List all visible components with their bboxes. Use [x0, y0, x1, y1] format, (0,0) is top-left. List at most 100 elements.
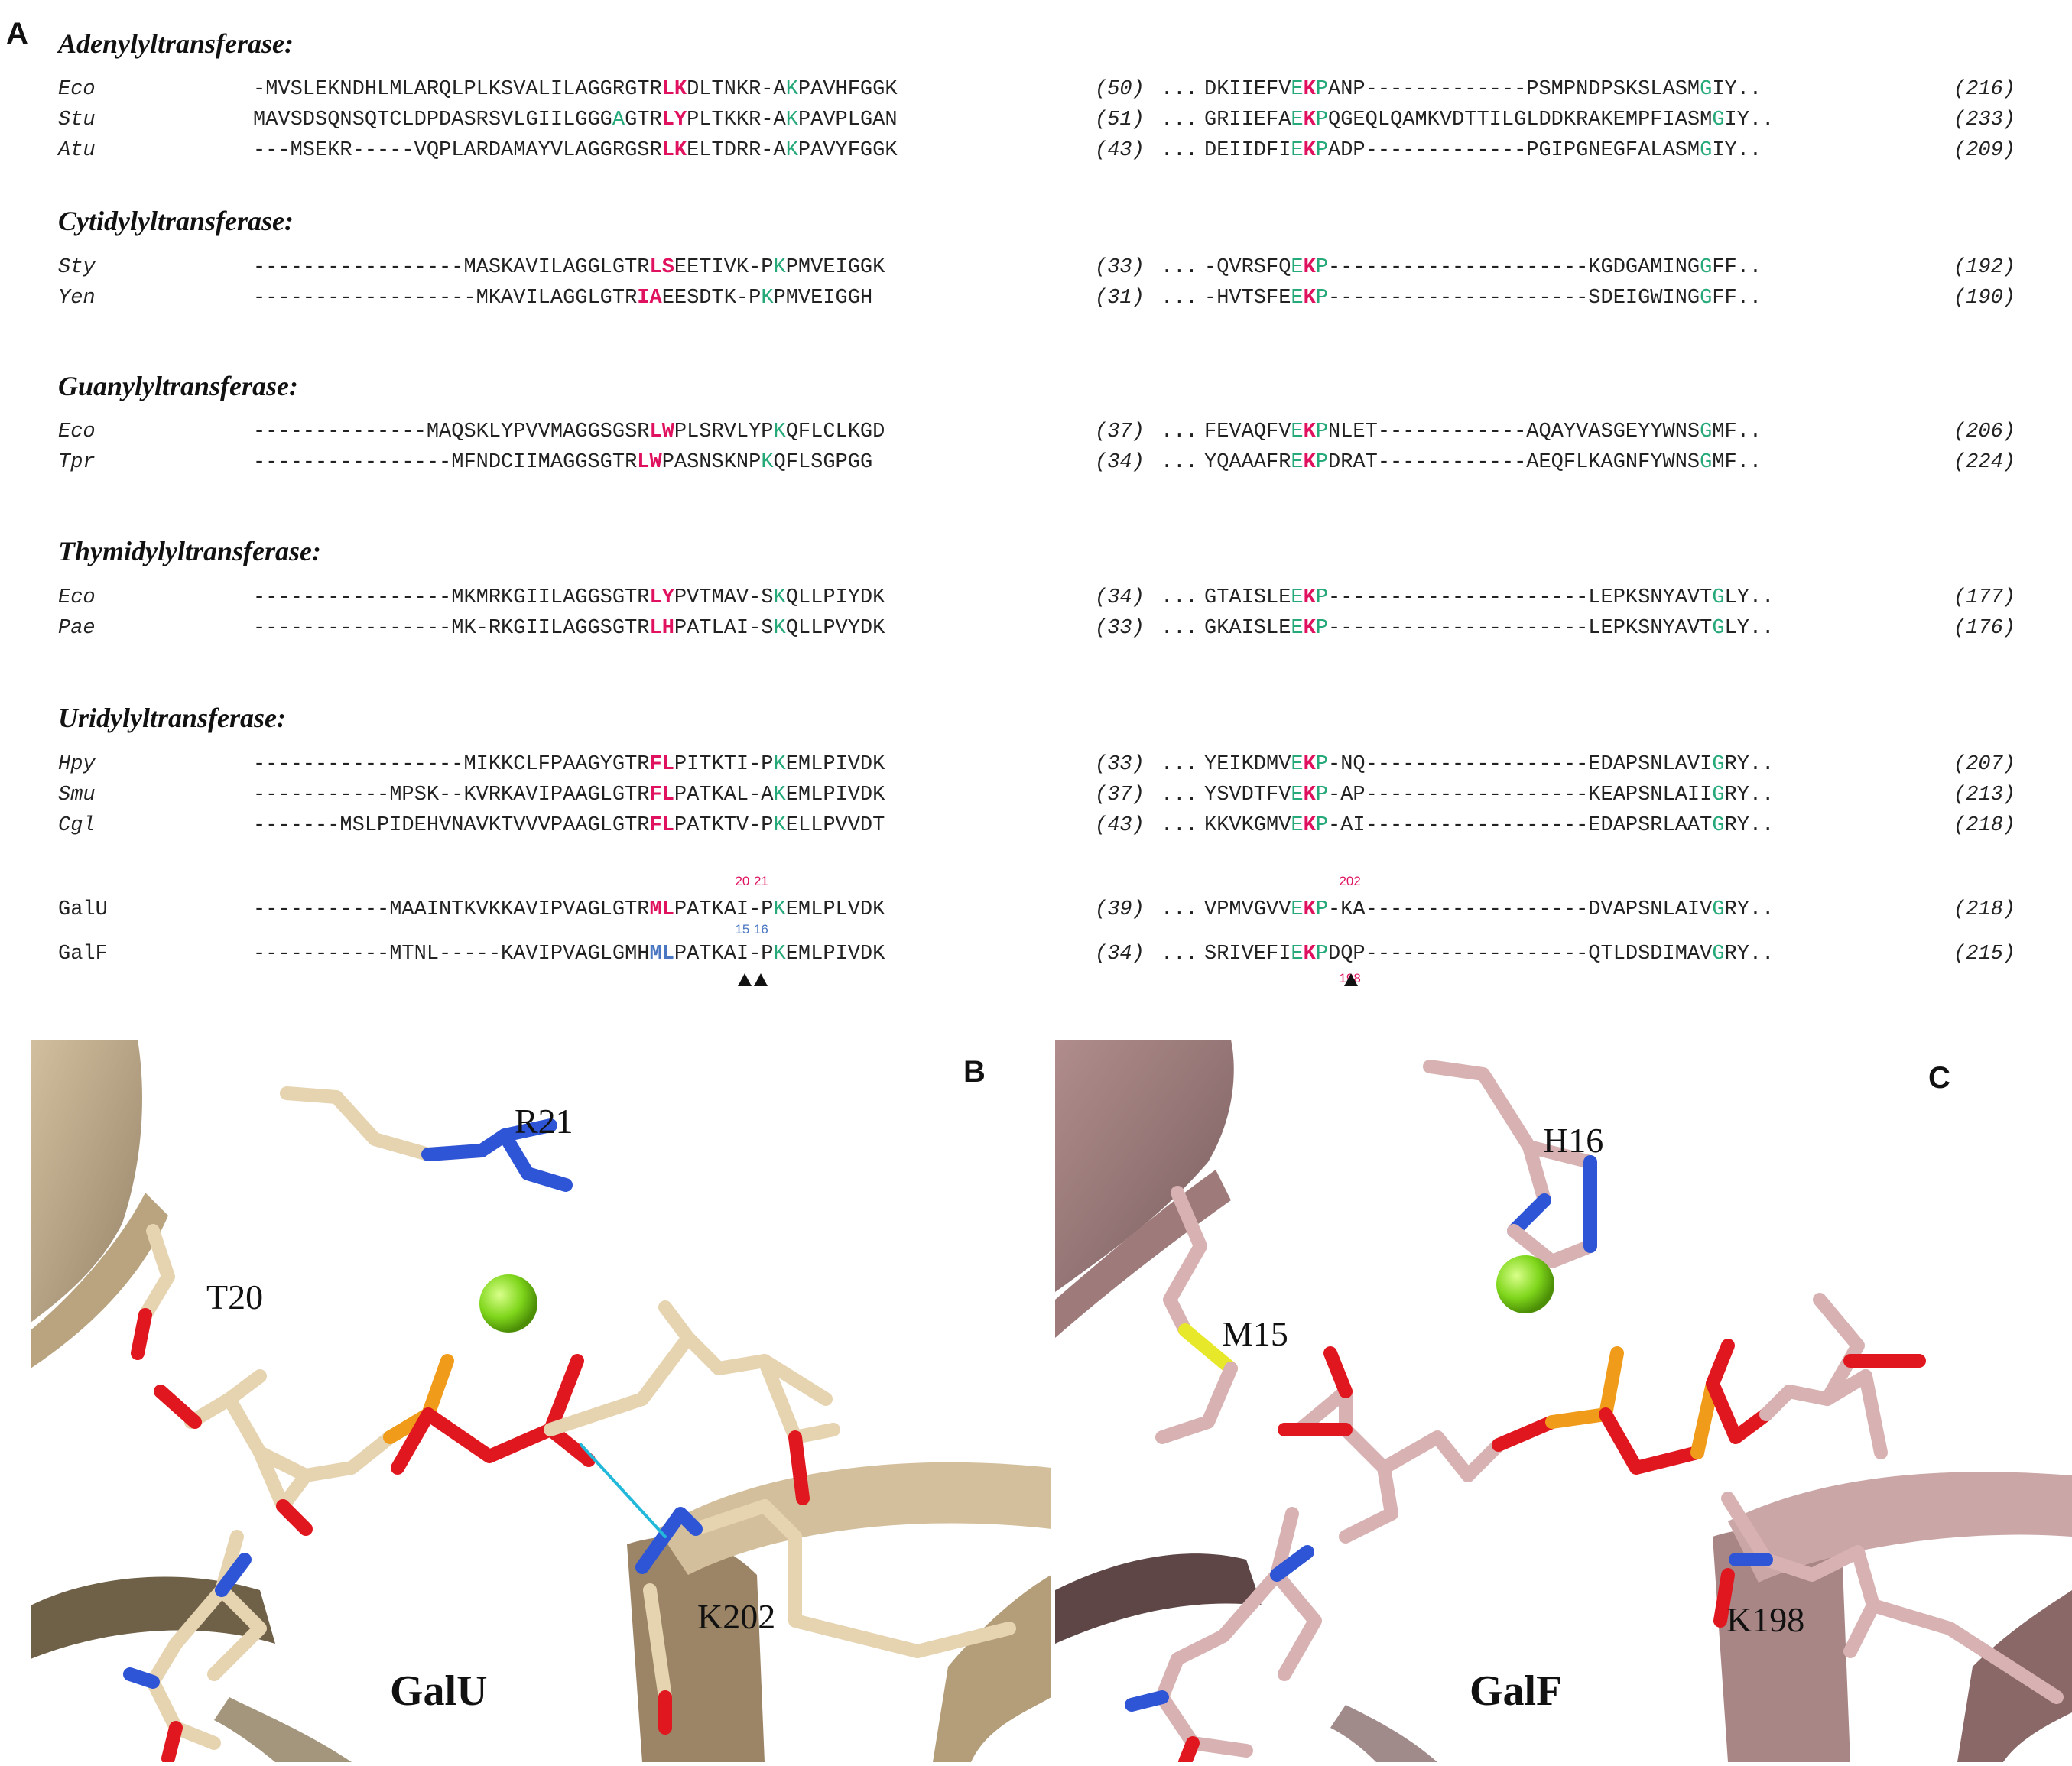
key-residue-marker — [738, 973, 752, 986]
galu-ribbon — [31, 1040, 1051, 1762]
residue-number: 21 — [753, 874, 768, 888]
organism-label: Atu — [58, 139, 96, 162]
sequence-length: (218) — [1953, 814, 2016, 837]
organism-label: Hpy — [58, 753, 96, 776]
gap-count: (43) — [1095, 814, 1145, 837]
organism-label: Cgl — [58, 814, 96, 837]
sequence-segment-c-terminal: DKIIEFVEKPANP-------------PSMPNDPSKSLASM… — [1204, 78, 1762, 101]
gap-count: (39) — [1095, 898, 1145, 921]
sequence-segment-c-terminal: FEVAQFVEKPNLET------------AQAYVASGEYYWNS… — [1204, 420, 1762, 443]
sequence-segment-c-terminal: YEIKDMVEKP-NQ------------------EDAPSNLAV… — [1204, 753, 1775, 776]
galf-h16-label: H16 — [1543, 1121, 1604, 1160]
residue-number: 15 — [735, 922, 750, 937]
gap-count: (37) — [1095, 420, 1145, 443]
galu-title: GalU — [390, 1667, 488, 1715]
gap-count: (37) — [1095, 784, 1145, 807]
sequence-segment-c-terminal: GKAISLEEKP---------------------LEPKSNYAV… — [1204, 617, 1775, 640]
sequence-segment-c-terminal: YQAAAFREKPDRAT------------AEQFLKAGNFYWNS… — [1204, 451, 1762, 474]
galf-ribbon — [1055, 1040, 2072, 1762]
gap-count: (33) — [1095, 256, 1145, 279]
ellipsis: ... — [1161, 78, 1198, 101]
ellipsis: ... — [1161, 287, 1198, 310]
gap-count: (33) — [1095, 753, 1145, 776]
galf-structure — [1055, 1040, 2072, 1766]
organism-label: GalU — [58, 898, 108, 921]
organism-label: Eco — [58, 586, 96, 609]
gap-count: (34) — [1095, 586, 1145, 609]
gap-count: (33) — [1095, 617, 1145, 640]
organism-label: Stu — [58, 109, 96, 131]
sequence-segment-c-terminal: KKVKGMVEKP-AI------------------EDAPSRLAA… — [1204, 814, 1775, 837]
organism-label: Eco — [58, 420, 96, 443]
enzyme-group-title: Adenylyltransferase: — [58, 28, 294, 59]
sequence-length: (213) — [1953, 784, 2016, 807]
residue-number: 20 — [735, 874, 750, 888]
sequence-segment-n-terminal: -----------MAAINTKVKKAVIPVAGLGTRMLPATKAI… — [253, 898, 885, 921]
sequence-length: (192) — [1953, 256, 2016, 279]
gap-count: (31) — [1095, 287, 1145, 310]
galu-t20-label: T20 — [206, 1277, 264, 1316]
sequence-segment-c-terminal: GTAISLEEKP---------------------LEPKSNYAV… — [1204, 586, 1775, 609]
organism-label: Sty — [58, 256, 96, 279]
sequence-segment-n-terminal: -----------MPSK--KVRKAVIPAAGLGTRFLPATKAL… — [253, 784, 885, 807]
sequence-segment-c-terminal: SRIVEFIEKPDQP------------------QTLDSDIMA… — [1204, 943, 1775, 966]
sequence-length: (209) — [1953, 139, 2016, 162]
galu-k202-label: K202 — [697, 1597, 776, 1636]
gap-count: (51) — [1095, 109, 1145, 131]
sequence-segment-n-terminal: -----------------MASKAVILAGGLGTRLSEETIVK… — [253, 256, 885, 279]
enzyme-group-title: Guanylyltransferase: — [58, 371, 298, 401]
organism-label: GalF — [58, 943, 108, 966]
organism-label: Eco — [58, 78, 96, 101]
galu-structure — [31, 1040, 1051, 1765]
sequence-length: (190) — [1953, 287, 2016, 310]
sequence-length: (224) — [1953, 451, 2016, 474]
gap-count: (34) — [1095, 943, 1145, 966]
ellipsis: ... — [1161, 898, 1198, 921]
ellipsis: ... — [1161, 139, 1198, 162]
sequence-segment-c-terminal: -HVTSFEEKP---------------------SDEIGWING… — [1204, 287, 1762, 310]
ellipsis: ... — [1161, 753, 1198, 776]
ellipsis: ... — [1161, 943, 1198, 966]
ellipsis: ... — [1161, 420, 1198, 443]
galf-magnesium-ion — [1496, 1255, 1554, 1313]
enzyme-group-title: Cytidylyltransferase: — [58, 206, 294, 236]
key-residue-marker — [753, 973, 768, 986]
sequence-segment-n-terminal: -------MSLPIDEHVNAVKTVVVPAAGLGTRFLPATKTV… — [253, 814, 885, 837]
enzyme-group-title: Uridylyltransferase: — [58, 703, 286, 733]
sequence-segment-n-terminal: ----------------MK-RKGIILAGGSGTRLHPATLAI… — [253, 617, 885, 640]
sequence-segment-c-terminal: VPMVGVVEKP-KA------------------DVAPSNLAI… — [1204, 898, 1775, 921]
sequence-segment-n-terminal: ------------------MKAVILAGGLGTRIAEESDTK-… — [253, 287, 873, 310]
sequence-length: (177) — [1953, 586, 2016, 609]
organism-label: Tpr — [58, 451, 96, 474]
galu-magnesium-ion — [479, 1274, 537, 1333]
sequence-segment-n-terminal: ----------------MKMRKGIILAGGSGTRLYPVTMAV… — [253, 586, 885, 609]
organism-label: Smu — [58, 784, 96, 807]
sequence-segment-c-terminal: DEIIDFIEKPADP-------------PGIPGNEGFALASM… — [1204, 139, 1762, 162]
sequence-segment-c-terminal: GRIIEFAEKPQGEQLQAMKVDTTILGLDDKRAKEMPFIAS… — [1204, 109, 1775, 131]
galu-r21-label: R21 — [515, 1102, 573, 1141]
sequence-length: (215) — [1953, 943, 2016, 966]
sequence-segment-n-terminal: --------------MAQSKLYPVVMAGGSGSRLWPLSRVL… — [253, 420, 885, 443]
organism-label: Pae — [58, 617, 96, 640]
panel-a-label: A — [6, 17, 28, 50]
ellipsis: ... — [1161, 586, 1198, 609]
sequence-segment-n-terminal: -MVSLEKNDHLMLARQLPLKSVALILAGGRGTRLKDLTNK… — [253, 78, 898, 101]
galf-title: GalF — [1470, 1667, 1563, 1715]
sequence-segment-n-terminal: -----------------MIKKCLFPAAGYGTRFLPITKTI… — [253, 753, 885, 776]
ellipsis: ... — [1161, 784, 1198, 807]
gap-count: (34) — [1095, 451, 1145, 474]
sequence-segment-c-terminal: YSVDTFVEKP-AP------------------KEAPSNLAI… — [1204, 784, 1775, 807]
sequence-segment-n-terminal: MAVSDSQNSQTCLDPDASRSVLGIILGGGAGTRLYPLTKK… — [253, 109, 898, 131]
sequence-segment-n-terminal: -----------MTNL-----KAVIPVAGLGMHMLPATKAI… — [253, 943, 885, 966]
sequence-length: (176) — [1953, 617, 2016, 640]
sequence-length: (207) — [1953, 753, 2016, 776]
ellipsis: ... — [1161, 256, 1198, 279]
galu-sticks — [123, 1086, 1016, 1765]
residue-number: 202 — [1339, 874, 1361, 888]
ellipsis: ... — [1161, 451, 1198, 474]
gap-count: (50) — [1095, 78, 1145, 101]
sequence-segment-c-terminal: -QVRSFQEKP---------------------KGDGAMING… — [1204, 256, 1762, 279]
ellipsis: ... — [1161, 814, 1198, 837]
organism-label: Yen — [58, 287, 96, 310]
gap-count: (43) — [1095, 139, 1145, 162]
